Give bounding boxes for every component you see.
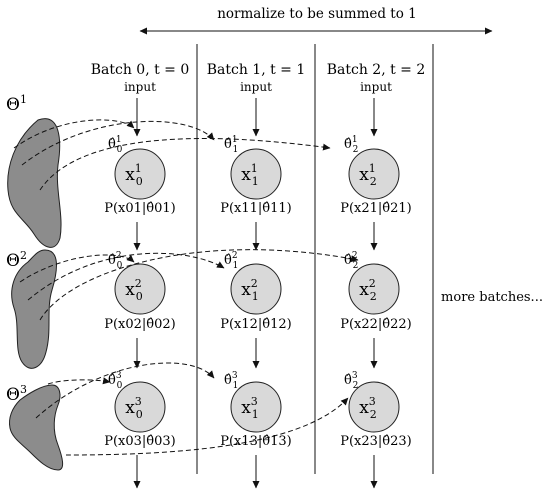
dashed-arrow-p3-b2	[65, 397, 349, 456]
prob-label: P(x12|θ̂12)	[220, 317, 292, 332]
node-circle	[348, 148, 400, 200]
more-batches-label: more batches...	[441, 290, 543, 305]
node-circle	[114, 263, 166, 315]
node-circle	[230, 263, 282, 315]
prob-label: P(x23|θ̂23)	[340, 434, 412, 449]
prob-label: P(x11|θ̂11)	[220, 201, 292, 216]
prob-label: P(x21|θ̂21)	[340, 201, 412, 216]
prob-label: P(x02|θ̂02)	[104, 317, 176, 332]
batch-title: Batch 2, t = 2	[327, 62, 426, 78]
dashed-arrow-p3-b0	[47, 377, 111, 385]
prob-label: P(x22|θ̂22)	[340, 317, 412, 332]
node-circle	[348, 381, 400, 433]
input-label: input	[360, 80, 392, 94]
prob-label: P(x03|θ̂03)	[104, 434, 176, 449]
param-label-3: Θ3	[6, 383, 27, 405]
dashed-arrow-p1-b0	[13, 119, 135, 149]
node-circle	[114, 148, 166, 200]
dashed-arrow-p1-b1	[21, 120, 215, 166]
node-circle	[230, 148, 282, 200]
node-circle	[348, 263, 400, 315]
input-label: input	[240, 80, 272, 94]
batch-title: Batch 0, t = 0	[91, 62, 190, 78]
param-blob-1	[7, 118, 62, 248]
dashed-arrow-p2-b0	[19, 254, 135, 283]
param-label-2: Θ2	[6, 249, 27, 271]
param-label-1: Θ1	[6, 93, 27, 115]
prob-label: P(x01|θ̂01)	[104, 201, 176, 216]
node-circle	[230, 381, 282, 433]
node-circle	[114, 381, 166, 433]
dashed-arrow-p2-b2	[39, 249, 359, 321]
dashed-arrow-p1-b2	[39, 138, 331, 191]
dashed-arrow-p2-b1	[27, 252, 225, 301]
param-blob-3	[9, 384, 64, 471]
input-label: input	[124, 80, 156, 94]
batch-title: Batch 1, t = 1	[207, 62, 306, 78]
prob-label: P(x13|θ̂13)	[220, 434, 292, 449]
normalize-label: normalize to be summed to 1	[217, 6, 417, 22]
